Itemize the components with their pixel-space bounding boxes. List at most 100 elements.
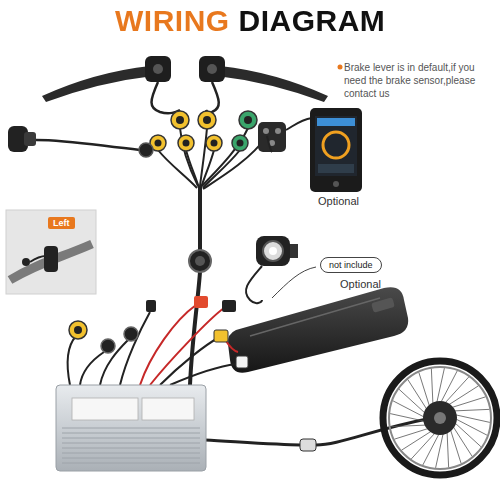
wheel-spoke xyxy=(431,369,433,406)
wheel-spoke xyxy=(402,430,433,450)
controller-fin xyxy=(62,428,200,463)
black-connector xyxy=(195,256,205,266)
controller-connector xyxy=(222,300,236,312)
display-unit xyxy=(315,116,357,176)
yellow-connector xyxy=(150,111,222,151)
display-unit xyxy=(310,108,362,192)
display-unit xyxy=(267,136,272,152)
controller-wire xyxy=(140,305,196,385)
optional-label: Optional xyxy=(340,278,381,290)
wheel-spoke xyxy=(454,414,490,422)
green-connector xyxy=(232,111,257,151)
brake-lever xyxy=(145,56,171,82)
brake-lever xyxy=(217,66,328,102)
controller-wire xyxy=(120,312,150,385)
controller-wire xyxy=(100,340,128,385)
display-unit xyxy=(275,128,281,134)
display-unit xyxy=(286,118,312,130)
wheel-spoke xyxy=(408,380,428,411)
controller-fin xyxy=(62,433,200,434)
wheel-spoke xyxy=(436,368,444,404)
hub-motor-wheel xyxy=(434,412,446,424)
display-unit xyxy=(317,118,355,126)
hub-motor-wheel xyxy=(389,367,491,469)
controller-fin xyxy=(62,438,200,439)
headlight xyxy=(269,247,277,255)
battery-pack xyxy=(371,297,395,313)
controller-box xyxy=(142,398,194,420)
green-connector xyxy=(244,116,252,124)
wheel-spoke xyxy=(390,368,490,468)
controller-connector xyxy=(69,321,87,339)
harness-wire xyxy=(203,136,267,189)
inset-photo xyxy=(22,258,30,266)
yellow-connector xyxy=(198,111,216,129)
note-box: not include xyxy=(320,257,382,273)
harness-wire xyxy=(190,272,200,385)
green-connector xyxy=(237,140,244,147)
wheel-spoke xyxy=(447,386,478,406)
controller-box xyxy=(72,398,138,420)
controller-fin xyxy=(62,448,200,449)
wheel-spoke xyxy=(452,409,489,411)
harness-wire xyxy=(198,186,202,250)
yellow-connector xyxy=(211,140,218,147)
hub-motor-wheel xyxy=(383,361,497,475)
diagram-title: WIRING DIAGRAM xyxy=(115,4,385,38)
inset-photo xyxy=(6,210,96,294)
hub-motor-wheel xyxy=(383,361,497,475)
black-connector xyxy=(139,143,211,272)
controller-fin xyxy=(62,428,200,429)
yellow-connector xyxy=(206,135,222,151)
harness-wire xyxy=(186,150,199,188)
black-connector xyxy=(189,250,211,272)
brake-lever xyxy=(206,82,219,112)
brake-lever xyxy=(152,82,181,113)
box-text: not include xyxy=(329,260,373,270)
wheel-spoke xyxy=(391,425,428,427)
controller-wire xyxy=(170,364,236,385)
controller-wire xyxy=(150,308,224,385)
battery-pack xyxy=(224,287,408,373)
display-unit xyxy=(258,122,286,152)
wheel-spoke xyxy=(450,428,461,463)
display-unit xyxy=(318,164,354,173)
yellow-connector xyxy=(178,135,194,151)
inset-photo xyxy=(30,256,46,262)
brake-lever xyxy=(42,66,153,102)
thumb-throttle xyxy=(8,126,140,152)
yellow-connector xyxy=(203,116,211,124)
controller-fin xyxy=(62,463,200,464)
harness-wire xyxy=(158,150,197,188)
controller-connector xyxy=(300,439,316,451)
controller-fin xyxy=(62,443,200,444)
battery-pack xyxy=(228,287,408,373)
display-unit xyxy=(263,128,269,134)
headlight xyxy=(246,266,262,303)
controller-connector xyxy=(146,300,156,312)
controller-fin xyxy=(62,458,200,459)
controller-connector xyxy=(74,326,82,334)
wheel-spoke xyxy=(450,397,485,408)
controller-connector xyxy=(124,327,138,341)
inset-photo xyxy=(6,210,96,294)
side-tag: Left xyxy=(48,217,75,229)
leader-line xyxy=(272,267,316,298)
brake-lever xyxy=(199,56,225,82)
inset-photo xyxy=(44,246,58,272)
wheel-spoke xyxy=(452,425,472,456)
display-unit xyxy=(323,132,349,158)
controller-wire xyxy=(68,336,76,385)
display-unit xyxy=(258,108,362,192)
headlight xyxy=(263,241,283,261)
inset-photo xyxy=(10,244,92,280)
note-bullet xyxy=(338,65,343,70)
controller-box xyxy=(56,385,206,471)
yellow-connector xyxy=(176,116,184,124)
yellow-connector xyxy=(171,111,189,129)
display-unit xyxy=(333,181,339,187)
controller-fin xyxy=(62,453,200,454)
black-connector xyxy=(139,143,153,157)
headlight xyxy=(246,236,298,303)
controller-wire xyxy=(205,440,300,445)
